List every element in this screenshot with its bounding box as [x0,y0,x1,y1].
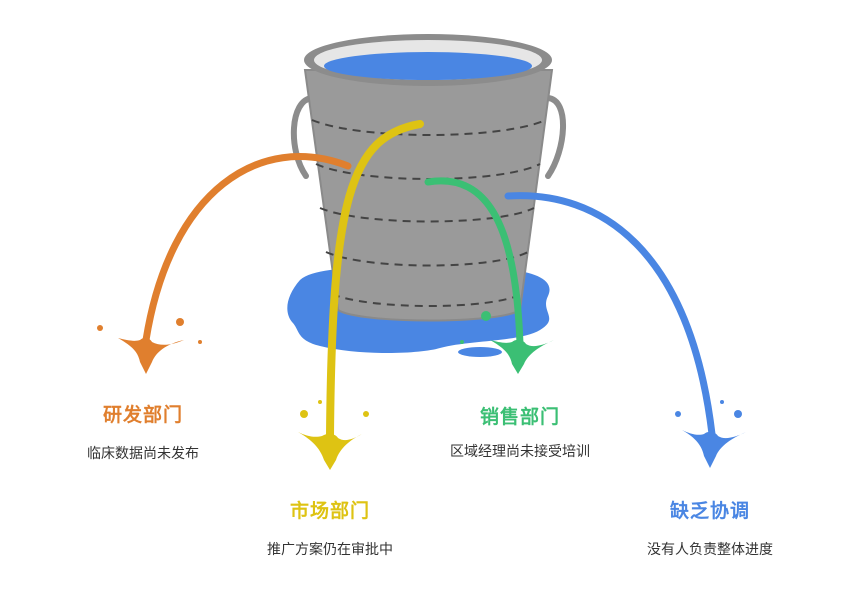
drop-research-2 [176,318,184,326]
drop-marketing-1 [300,410,308,418]
splash-sales [490,339,554,374]
dept-title-sales: 销售部门 [479,406,561,428]
dept-desc-research: 临床数据尚未发布 [87,446,199,462]
drop-coordination-1 [675,411,681,417]
drop-coordination-3 [720,400,724,404]
dept-desc-marketing: 推广方案仍在审批中 [267,542,393,558]
stream-coordination [504,192,716,438]
stream-research [142,153,352,344]
dept-title-coordination: 缺乏协调 [669,500,751,522]
dept-desc-coordination: 没有人负责整体进度 [647,542,773,558]
drop-research-1 [97,325,103,331]
splash-marketing [298,432,362,470]
dept-title-research: 研发部门 [102,404,184,426]
drop-marketing-2 [363,411,369,417]
splash-research [118,337,184,374]
drop-sales-1 [481,311,491,321]
dept-title-marketing: 市场部门 [289,500,371,522]
water-splash-small [458,347,502,357]
drop-sales-2 [460,340,464,344]
drop-research-3 [198,340,202,344]
bucket-handle-right [545,95,567,179]
drop-coordination-2 [734,410,742,418]
drop-marketing-3 [318,400,322,404]
bucket-water-surface [324,52,532,80]
bucket-handle [290,95,315,179]
stream-sales [424,177,524,348]
splash-coordination [682,430,746,468]
stream-marketing [326,120,424,440]
dept-desc-sales: 区域经理尚未接受培训 [450,444,590,460]
